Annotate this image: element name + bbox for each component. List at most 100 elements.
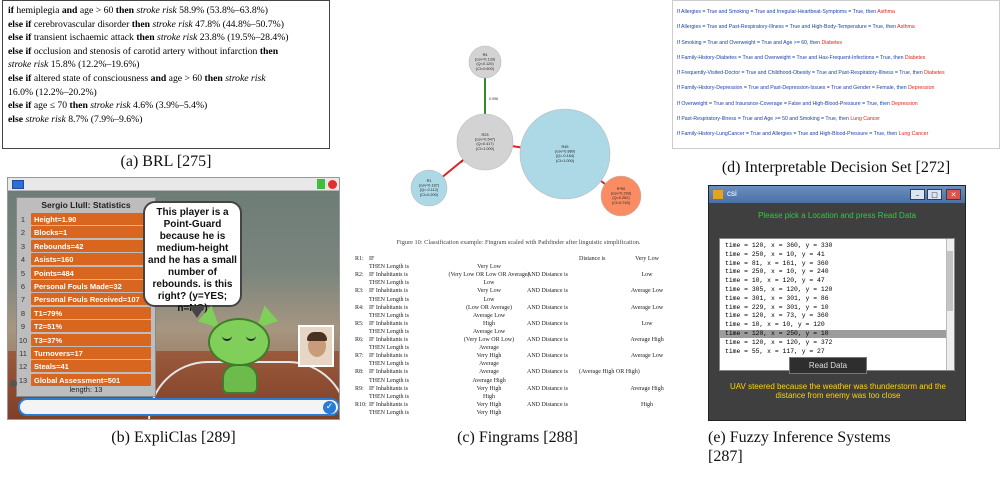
rule-cell: Average <box>479 345 499 352</box>
list-item[interactable]: time = 305, x = 120, y = 120 <box>725 286 833 293</box>
fingram-node-label: (cov=0.293) <box>611 192 632 196</box>
rule-cell: THEN Length is <box>369 312 409 319</box>
rule-cell: (Very Low OR Low) <box>463 337 515 343</box>
list-item[interactable]: time = 250, x = 10, y = 41 <box>725 250 825 258</box>
list-item[interactable]: time = 120, x = 250, y = 10 <box>720 330 946 339</box>
rule-outcome: Asthma <box>877 9 895 15</box>
list-item[interactable]: time = 10, x = 120, y = 47 <box>725 277 825 285</box>
app-icon <box>713 190 723 199</box>
fingram-node-label: (cov=0.880) <box>555 150 576 154</box>
brl-rule-line: if hemiplegia and age > 60 then stroke r… <box>8 4 324 18</box>
rule-cell: Low <box>641 272 653 279</box>
list-item[interactable]: time = 81, x = 161, y = 360 <box>725 259 829 267</box>
close-icon[interactable]: ✕ <box>946 189 961 200</box>
fingram-node <box>468 45 502 79</box>
maximize-icon[interactable]: □ <box>927 189 942 200</box>
brl-token: else if <box>8 100 32 112</box>
rule-cell: Average High <box>472 377 506 384</box>
speech-bubble: This player is a Point-Guard because he … <box>143 201 242 314</box>
rule-cell: IF Inhabitants is <box>369 353 408 360</box>
fingram-node-label: (CI=1.000) <box>556 159 575 163</box>
rule-cell: AND Distance is <box>527 272 568 279</box>
row-number: 2 <box>20 228 26 238</box>
rule-cell: Very High <box>476 385 502 392</box>
fingram-node-label: (Q=0.262) <box>612 196 630 200</box>
brl-token: then <box>115 5 135 16</box>
check-icon[interactable]: ✓ <box>323 401 336 414</box>
sprite-eye-right <box>246 336 256 341</box>
rule-condition: If Overweight = True and Insurance-Cover… <box>677 100 892 107</box>
rule-line: R6:IF Inhabitants is(Very Low OR Low)AND… <box>355 337 680 344</box>
rule-outcome: Depression <box>891 100 918 107</box>
statistic-label: T3=37% <box>31 333 151 346</box>
rule-outcome: Asthma <box>897 24 915 31</box>
brl-token: else if <box>8 72 32 84</box>
rule-cell: THEN Length is <box>369 264 409 271</box>
read-data-button[interactable]: Read Data <box>789 357 867 374</box>
rule-outcome: Lung Cancer <box>850 116 881 123</box>
caption-b: (b) ExpliClas [289] <box>111 429 236 446</box>
brl-token: age ≤ 70 <box>31 100 70 112</box>
rule-condition: If Allergies = True and Smoking = True a… <box>677 9 878 15</box>
rule-cell: R5: <box>355 320 364 327</box>
list-item[interactable]: time = 55, x = 117, y = 27 <box>725 347 825 355</box>
list-item[interactable]: time = 120, x = 360, y = 330 <box>725 242 833 249</box>
statistic-label: Personal Fouls Made=32 <box>31 280 151 292</box>
rule-cell: AND Distance is <box>527 337 568 343</box>
brl-rule-line: else if age ≤ 70 then stroke risk 4.6% (… <box>8 99 324 113</box>
list-scrollbar[interactable] <box>946 239 954 370</box>
decision-rule: If Family-History-LungCancer = True and … <box>677 127 995 142</box>
rule-cell: (Very Low OR Low OR Average) <box>448 272 530 279</box>
brl-rule-line: stroke risk 15.8% (12.2%–19.6%) <box>8 58 324 72</box>
brl-token: else if <box>8 45 32 57</box>
fingram-node-label: R1 <box>427 179 432 183</box>
rule-condition: If Family-History-LungCancer = True and … <box>677 131 899 138</box>
rule-cell: R10: <box>355 401 367 408</box>
goblin-sprite-body <box>222 364 258 394</box>
brl-token: 58.9% (53.8%–63.8%) <box>176 5 268 16</box>
caption-e-line2: [287] <box>708 448 743 465</box>
rule-line: THEN Length is Average <box>355 345 680 352</box>
statistics-title: Sergio Llull: Statistics <box>41 200 131 210</box>
minimize-icon[interactable]: – <box>910 189 925 200</box>
row-number: 6 <box>20 282 26 291</box>
rule-cell: Average Low <box>630 304 664 311</box>
scroll-left-icon[interactable] <box>10 380 17 387</box>
brl-rule-line: 16.0% (12.2%–20.2%) <box>8 86 324 100</box>
statistic-label: Blocks=1 <box>31 226 151 239</box>
brl-token: else if <box>8 32 32 44</box>
brl-token: and <box>150 72 167 84</box>
list-item[interactable]: time = 229, x = 301, y = 10 <box>725 303 829 311</box>
scrollbar-thumb[interactable] <box>947 251 953 311</box>
green-flag-icon[interactable] <box>317 179 325 189</box>
stop-icon[interactable] <box>328 180 337 189</box>
statistic-label: Asists=160 <box>31 253 151 266</box>
rule-cell: IF Inhabitants is <box>369 369 408 376</box>
list-item[interactable]: time = 120, x = 120, y = 372 <box>725 338 833 346</box>
list-item[interactable]: time = 120, x = 73, y = 360 <box>725 312 829 320</box>
rule-outcome: Lung Cancer <box>898 131 929 138</box>
answer-input[interactable]: ✓ <box>18 398 339 416</box>
list-item[interactable]: time = 10, x = 10, y = 120 <box>725 321 825 329</box>
brl-token: if <box>8 5 14 16</box>
rule-condition: If Past-Respiratory-Illness = True and A… <box>677 116 851 123</box>
rule-cell: THEN Length is <box>369 345 409 352</box>
flag-icon <box>12 180 24 189</box>
rule-cell: Average <box>479 369 499 376</box>
list-item[interactable]: time = 301, x = 301, y = 86 <box>725 294 829 302</box>
list-item[interactable]: time = 250, x = 10, y = 240 <box>725 268 829 276</box>
brl-token: then <box>131 18 151 30</box>
rule-cell: IF Inhabitants is <box>369 288 408 295</box>
rule-cell: Average <box>479 361 499 368</box>
row-number: 13 <box>18 375 28 385</box>
